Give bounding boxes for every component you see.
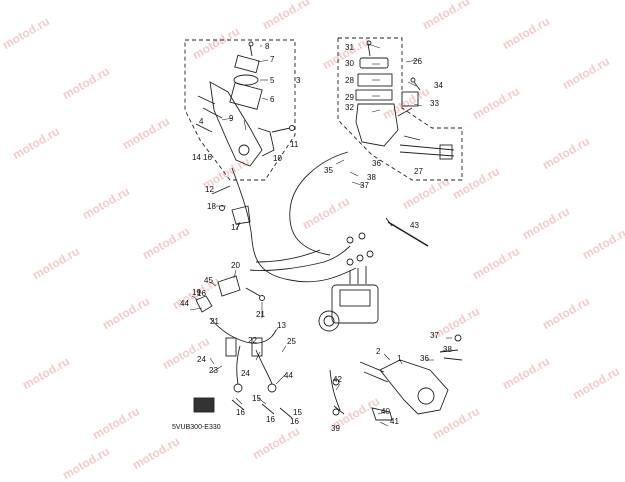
callout-9: 9 <box>229 114 234 123</box>
callout-30: 30 <box>345 59 354 68</box>
callout-43: 43 <box>410 221 419 230</box>
callout-28: 28 <box>345 76 354 85</box>
brake-hose-front-upper <box>231 167 357 283</box>
callout-16: 16 <box>197 289 206 298</box>
callout-42: 42 <box>333 375 342 384</box>
callout-10: 10 <box>273 154 282 163</box>
callout-3: 3 <box>296 76 301 85</box>
drawing-code: 5VUB300-E330 <box>172 424 221 431</box>
callout-45: 45 <box>204 276 213 285</box>
callout-16: 16 <box>290 417 299 426</box>
brake-hose-front-lower <box>249 245 351 271</box>
callout-16: 16 <box>203 153 212 162</box>
callout-24: 24 <box>197 355 206 364</box>
abs-hydraulic-unit <box>318 232 379 332</box>
callout-37: 37 <box>360 181 369 190</box>
callout-44: 44 <box>284 371 293 380</box>
callout-32: 32 <box>345 103 354 112</box>
callout-38: 38 <box>443 345 452 354</box>
callout-27: 27 <box>414 167 423 176</box>
callout-21: 21 <box>210 317 219 326</box>
callout-20: 20 <box>231 261 240 270</box>
callout-34: 34 <box>434 81 443 90</box>
callout-41: 41 <box>390 417 399 426</box>
callout-7: 7 <box>270 55 275 64</box>
callout-15: 15 <box>293 408 302 417</box>
callout-29: 29 <box>345 93 354 102</box>
callout-36: 36 <box>420 354 429 363</box>
callout-36: 36 <box>372 159 381 168</box>
callout-16: 16 <box>266 415 275 424</box>
callout-44: 44 <box>180 299 189 308</box>
callout-38: 38 <box>367 173 376 182</box>
callout-26: 26 <box>413 57 422 66</box>
rear-caliper-area <box>329 334 463 421</box>
callout-12: 12 <box>205 185 214 194</box>
front-master-cylinder <box>195 41 275 167</box>
callout-39: 39 <box>331 424 340 433</box>
callout-5: 5 <box>270 76 275 85</box>
callout-33: 33 <box>430 99 439 108</box>
callout-23: 23 <box>209 366 218 375</box>
front-brake-lines <box>195 275 277 393</box>
callout-11: 11 <box>290 140 299 149</box>
callout-31: 31 <box>345 43 354 52</box>
callout-14: 14 <box>192 153 201 162</box>
brake-hose-rear <box>289 151 349 256</box>
callout-6: 6 <box>270 95 275 104</box>
callout-16: 16 <box>236 408 245 417</box>
callout-17: 17 <box>231 223 240 232</box>
callout-13: 13 <box>277 321 286 330</box>
callout-21: 21 <box>256 310 265 319</box>
callout-22: 22 <box>248 336 257 345</box>
rear-master-cylinder <box>355 40 455 160</box>
callout-1: 1 <box>397 354 402 363</box>
diagram-line-art <box>184 37 463 427</box>
callout-15: 15 <box>252 394 261 403</box>
callout-35: 35 <box>324 166 333 175</box>
callout-40: 40 <box>381 407 390 416</box>
callout-4: 4 <box>199 117 204 126</box>
callout-19: 19 <box>192 288 201 297</box>
callout-2: 2 <box>376 347 381 356</box>
callout-18: 18 <box>207 202 216 211</box>
callout-24: 24 <box>241 369 250 378</box>
callout-37: 37 <box>430 331 439 340</box>
callout-8: 8 <box>265 42 270 51</box>
callout-25: 25 <box>287 337 296 346</box>
rear-master-cylinder-group-outline <box>337 37 463 181</box>
front-master-cylinder-group-outline <box>184 39 296 181</box>
rear-brake-rod <box>387 221 429 247</box>
